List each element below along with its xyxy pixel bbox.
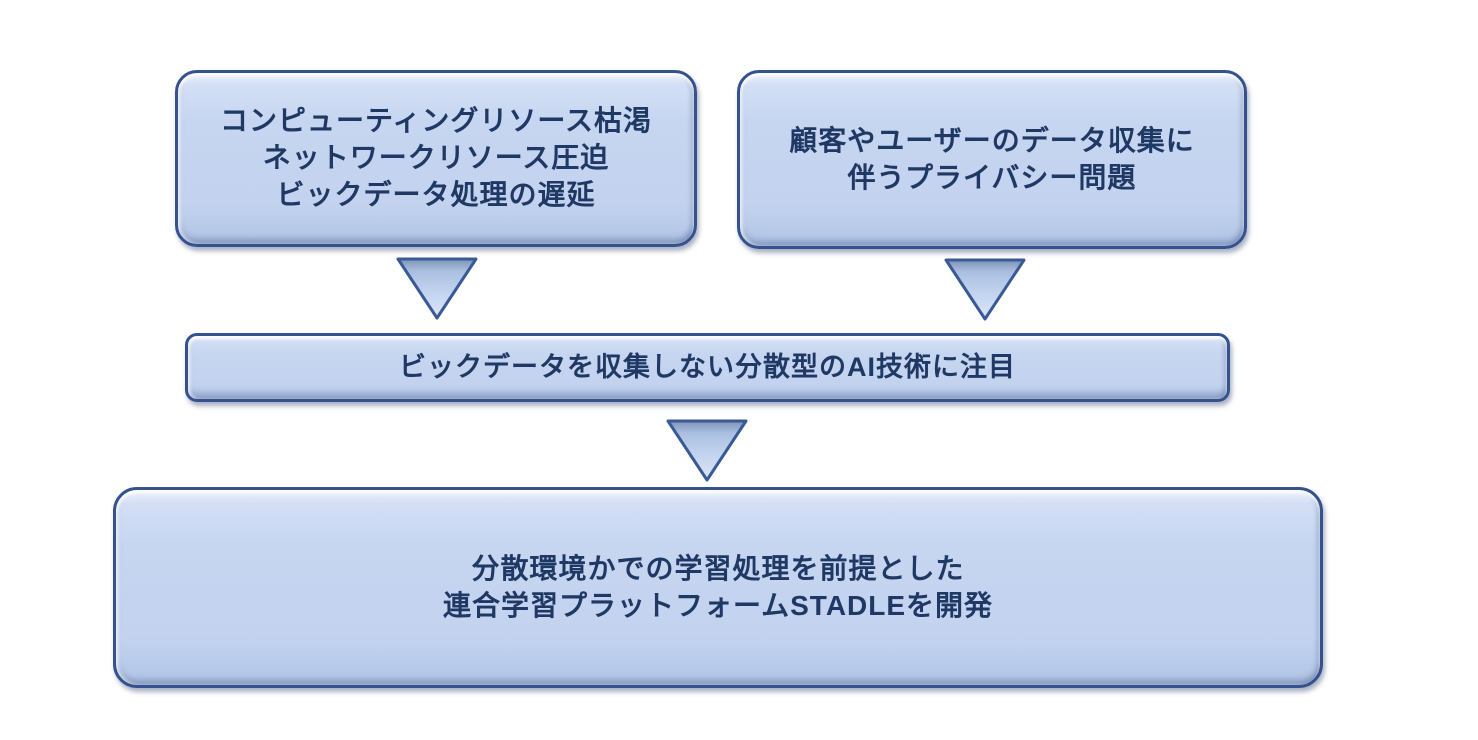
box-privacy-problems: 顧客やユーザーのデータ収集に 伴うプライバシー問題 xyxy=(737,70,1247,249)
box-text-line: 分散環境かでの学習処理を前提とした xyxy=(471,552,965,584)
box-distributed-ai-focus: ビックデータを収集しない分散型のAI技術に注目 xyxy=(185,333,1230,402)
box-stadle-solution: 分散環境かでの学習処理を前提とした 連合学習プラットフォームSTADLEを開発 xyxy=(113,487,1323,688)
box-text-line: ビックデータを収集しない分散型のAI技術に注目 xyxy=(399,351,1016,382)
box-text-line: 顧客やユーザーのデータ収集に xyxy=(789,124,1195,156)
down-arrow-icon xyxy=(396,257,478,320)
down-arrow-icon xyxy=(944,258,1026,321)
box-text-line: ビックデータ処理の遅延 xyxy=(276,178,596,210)
box-text-line: 連合学習プラットフォームSTADLEを開発 xyxy=(442,589,994,621)
box-computing-resource-problems: コンピューティングリソース枯渇 ネットワークリソース圧迫 ビックデータ処理の遅延 xyxy=(175,70,697,247)
box-text-line: ネットワークリソース圧迫 xyxy=(262,142,610,174)
box-text-line: コンピューティングリソース枯渇 xyxy=(220,105,652,137)
down-arrow-icon xyxy=(666,419,748,482)
box-text-line: 伴うプライバシー問題 xyxy=(847,161,1137,193)
